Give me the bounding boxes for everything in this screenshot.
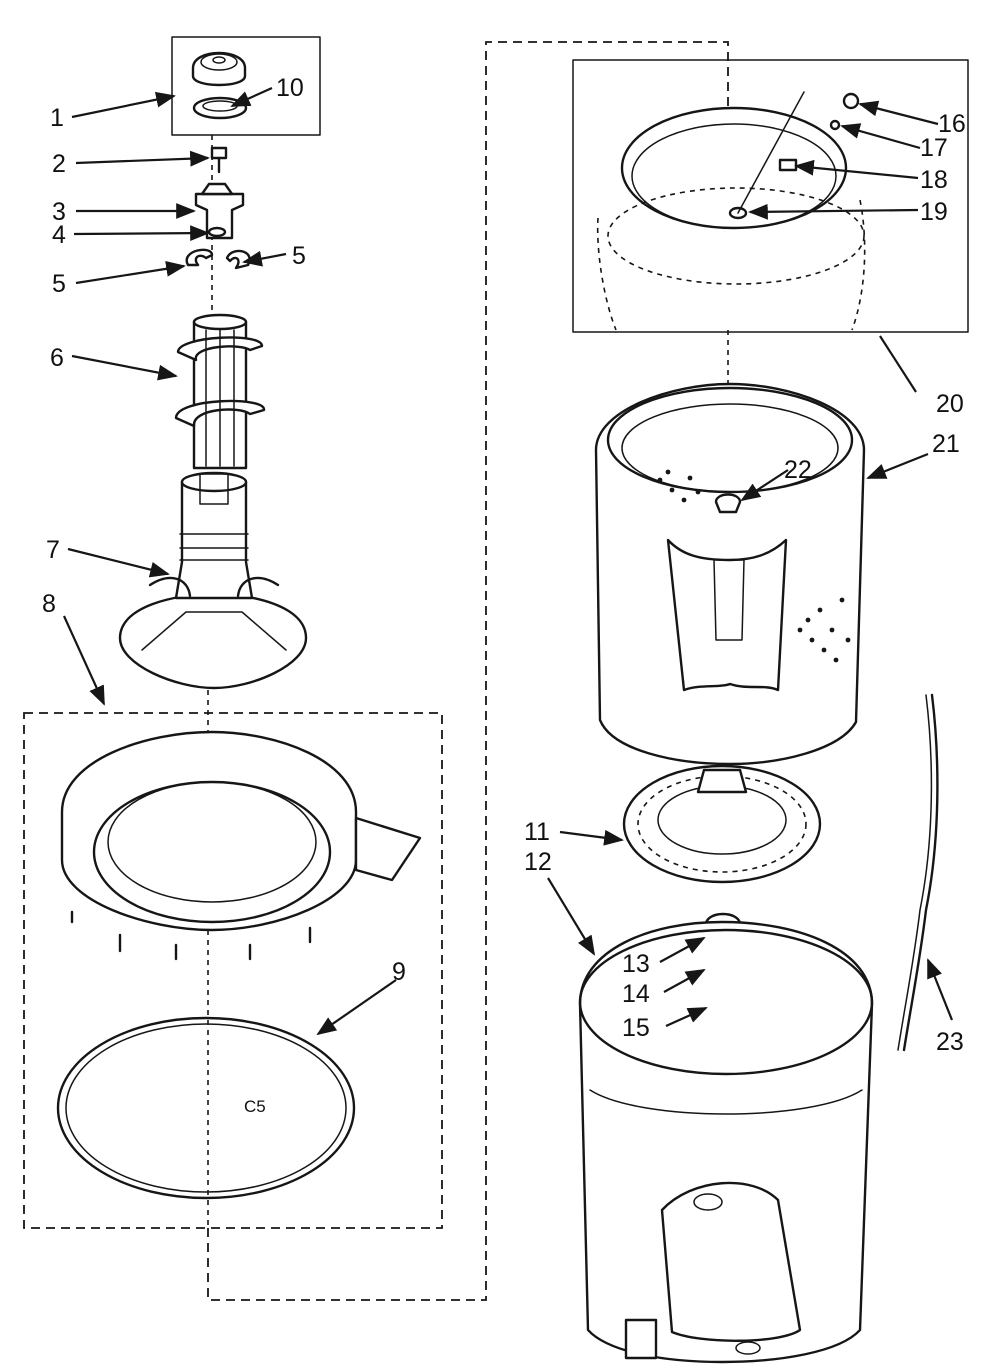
part-drive-gear	[622, 764, 822, 884]
part-hose	[897, 693, 939, 1052]
code-note: C5	[244, 1097, 266, 1116]
group-box-tub-ring	[23, 712, 443, 1229]
part-balance-ring	[596, 106, 866, 331]
callout-3: 3	[52, 198, 66, 226]
part-spin-basket	[594, 382, 866, 766]
part-retaining-clips	[185, 248, 251, 270]
callout-13: 13	[622, 950, 650, 978]
callout-17: 17	[920, 134, 948, 162]
leader-lines	[62, 86, 954, 1036]
callout-20: 20	[936, 390, 964, 418]
callout-22: 22	[784, 456, 812, 484]
part-tub-ring	[60, 730, 422, 961]
callout-18: 18	[920, 166, 948, 194]
group-box-dispenser	[171, 36, 321, 136]
callout-16: 16	[938, 110, 966, 138]
callout-5-left: 5	[52, 270, 66, 298]
callout-21: 21	[932, 430, 960, 458]
callout-8: 8	[42, 590, 56, 618]
callout-5-right: 5	[292, 242, 306, 270]
callout-4: 4	[52, 221, 66, 249]
part-small-washer	[207, 226, 227, 238]
group-box-basket-top	[572, 59, 969, 333]
part-auger	[174, 313, 266, 470]
part-dispenser-cap	[191, 51, 247, 87]
part-outer-tub	[578, 920, 874, 1364]
callout-9: 9	[392, 958, 406, 986]
part-seal-ring	[192, 96, 248, 120]
part-drive-bell	[714, 493, 742, 514]
callout-12: 12	[524, 848, 552, 876]
callout-23: 23	[936, 1028, 964, 1056]
callout-2: 2	[52, 150, 66, 178]
part-agitator-base	[118, 471, 308, 690]
callout-1: 1	[50, 104, 64, 132]
callout-15: 15	[622, 1014, 650, 1042]
part-lock-washer	[829, 119, 841, 131]
callout-7: 7	[46, 536, 60, 564]
callout-10: 10	[276, 74, 304, 102]
part-screw	[728, 91, 805, 220]
part-nut	[842, 92, 860, 110]
part-gasket	[56, 1016, 356, 1200]
callout-6: 6	[50, 344, 64, 372]
part-spacer	[778, 158, 798, 172]
callout-14: 14	[622, 980, 650, 1008]
callout-19: 19	[920, 198, 948, 226]
part-bolt	[210, 146, 228, 174]
callout-11: 11	[524, 818, 550, 846]
callout-labels: 1 10 2 3 4 5 5 6 7 8 9 16 17 18 19 20 21…	[42, 74, 966, 1116]
